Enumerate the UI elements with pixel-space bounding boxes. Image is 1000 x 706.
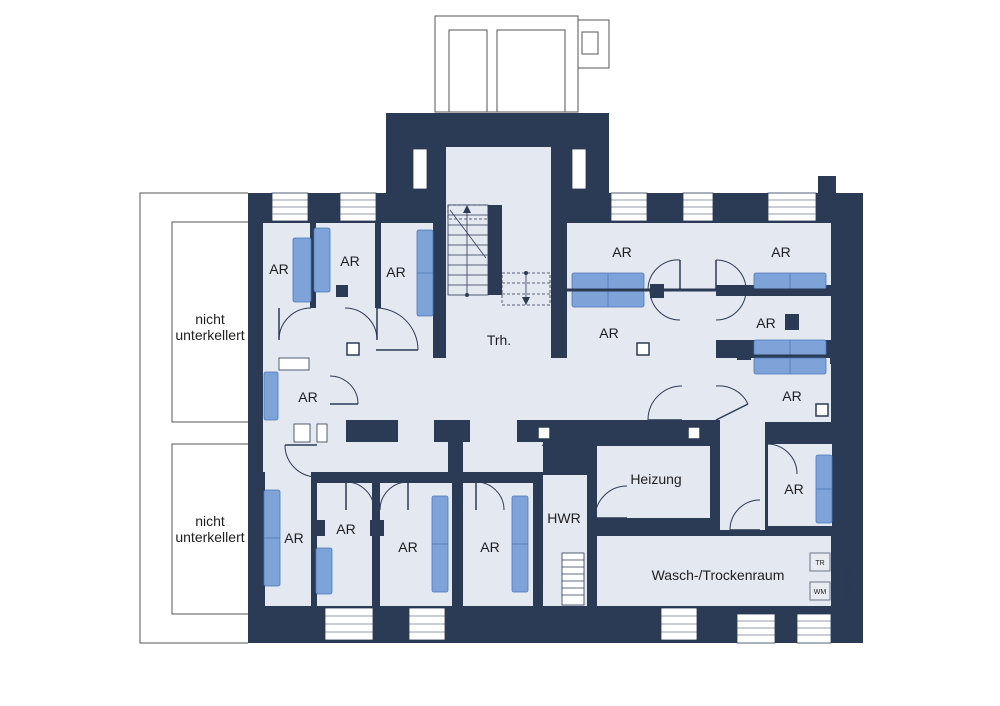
logo-text: onOffice bbox=[843, 569, 852, 602]
room-label-ar-1: AR bbox=[269, 261, 288, 277]
room-label-ar-8: AR bbox=[756, 315, 775, 331]
room-label-heating: Heizung bbox=[630, 471, 681, 487]
room-label-ar-12: AR bbox=[398, 539, 417, 555]
pillars bbox=[311, 205, 799, 536]
room-floors bbox=[263, 147, 832, 606]
room-label-ar-13: AR bbox=[480, 539, 499, 555]
stair-arrows bbox=[463, 205, 530, 305]
vents bbox=[346, 342, 829, 440]
heating-equipment bbox=[710, 520, 720, 534]
washer-appliance: WM bbox=[809, 581, 831, 601]
dryer-appliance: TR bbox=[809, 552, 831, 572]
room-label-laundry: Wasch-/Trockenraum bbox=[652, 567, 785, 583]
room-label-ar-6: AR bbox=[599, 325, 618, 341]
dryer-label: TR bbox=[815, 560, 824, 567]
room-labels: AR AR AR AR AR AR AR AR AR AR AR AR AR A… bbox=[269, 244, 803, 583]
room-label-ar-4: AR bbox=[298, 389, 317, 405]
room-label-ar-14: AR bbox=[784, 481, 803, 497]
not-basement-top-line2: unterkellert bbox=[175, 327, 244, 343]
not-basement-bottom-line1: nicht bbox=[195, 513, 225, 529]
washer-label: WM bbox=[814, 589, 827, 596]
room-label-ar-10: AR bbox=[284, 530, 303, 546]
onoffice-logo: onOffice bbox=[842, 569, 852, 608]
room-label-ar-11: AR bbox=[336, 521, 355, 537]
window-mullions bbox=[272, 199, 831, 636]
door-swings bbox=[278, 259, 798, 531]
room-label-ar-5: AR bbox=[612, 244, 631, 260]
shelf-dividers bbox=[264, 272, 832, 545]
not-basement-labels: nicht unterkellert nicht unterkellert bbox=[175, 311, 244, 545]
room-label-ar-7: AR bbox=[771, 244, 790, 260]
room-label-utility: HWR bbox=[547, 510, 580, 526]
outline-areas bbox=[139, 15, 610, 644]
door-leaves bbox=[278, 260, 760, 531]
radiator-icon bbox=[561, 552, 585, 606]
room-label-ar-3: AR bbox=[386, 264, 405, 280]
room-label-ar-2: AR bbox=[340, 253, 359, 269]
room-label-stairwell: Trh. bbox=[487, 332, 511, 348]
shelving bbox=[263, 227, 833, 595]
not-basement-bottom-line2: unterkellert bbox=[175, 529, 244, 545]
partitions bbox=[567, 288, 831, 358]
not-basement-top-line1: nicht bbox=[195, 311, 225, 327]
room-label-ar-9: AR bbox=[782, 388, 801, 404]
